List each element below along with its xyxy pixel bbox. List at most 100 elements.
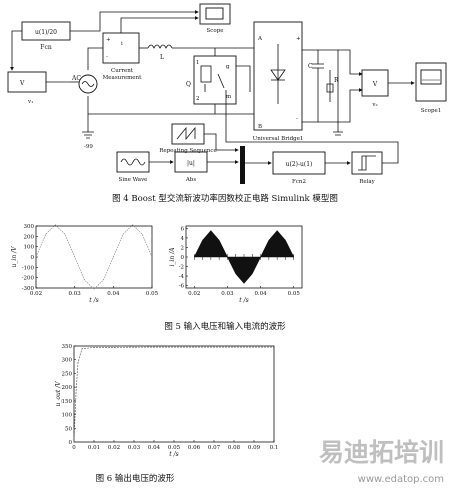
x-tick-label: 0.04 xyxy=(148,445,161,451)
y-tick-label: 200 xyxy=(62,385,73,391)
y-axis-label: u_out /V xyxy=(55,381,62,407)
x-tick-label: 0.05 xyxy=(168,445,181,451)
x-tick-label: 0.04 xyxy=(254,291,267,297)
y-tick-label: -6 xyxy=(179,284,185,290)
y-tick-label: 250 xyxy=(62,371,73,377)
data-point xyxy=(142,234,143,235)
y-axis-label: u_in /V xyxy=(11,246,18,268)
series-line xyxy=(73,346,274,443)
fig4-caption: 图 4 Boost 型交流斩波功率因数校正电路 Simulink 模型图 xyxy=(112,193,338,204)
relay-label: Relay xyxy=(359,179,375,185)
y-tick-label: 0 xyxy=(69,440,73,446)
ac-label: AC xyxy=(71,75,81,82)
data-point xyxy=(35,256,37,258)
relay-block xyxy=(351,151,383,175)
data-point xyxy=(74,256,75,258)
x-axis-label: t /s xyxy=(169,451,178,458)
y-tick-label: 350 xyxy=(62,344,73,350)
abs-sym: |u| xyxy=(187,160,195,167)
y-tick-label: 4 xyxy=(181,236,185,242)
cm-label2: Measurement xyxy=(103,75,142,81)
data-point xyxy=(45,234,46,235)
bridge-minus: - xyxy=(296,116,298,122)
y-tick-label: 50 xyxy=(65,426,72,432)
data-point xyxy=(113,347,115,348)
data-point xyxy=(73,441,75,443)
q-g-label: g xyxy=(226,64,230,70)
y-tick-label: 0 xyxy=(31,255,35,261)
cm-i: i xyxy=(121,41,123,47)
inductor-label: L xyxy=(160,54,164,61)
y-tick-label: 300 xyxy=(62,358,73,364)
cm-plus: + xyxy=(106,37,111,43)
y-tick-label: 150 xyxy=(62,399,73,405)
y-tick-label: -100 xyxy=(22,265,35,271)
scope1-label: Scope1 xyxy=(421,108,441,114)
x-tick-label: 0.06 xyxy=(188,445,201,451)
res-label: R xyxy=(334,77,339,84)
v1-label: v₁ xyxy=(27,99,33,105)
v1-port: V xyxy=(19,80,25,87)
v1-block xyxy=(7,71,47,93)
y-tick-label: 200 xyxy=(24,234,35,240)
x-tick-label: 0.08 xyxy=(228,445,241,451)
bridge-b: B xyxy=(258,124,262,130)
scope1-block xyxy=(415,62,447,102)
x-tick-label: 0.02 xyxy=(108,445,120,451)
y-tick-label: -4 xyxy=(179,274,185,280)
scope-label: Scope xyxy=(207,28,224,34)
y-tick-label: 300 xyxy=(24,224,35,230)
data-point xyxy=(93,347,95,348)
data-point xyxy=(84,279,85,280)
fcn-text: u(1)/20 xyxy=(35,29,57,36)
abs-label: Abs xyxy=(185,177,196,183)
plot-frame xyxy=(35,225,153,289)
data-point xyxy=(113,256,114,258)
ground-label: -99 xyxy=(84,144,93,150)
v2-port: V xyxy=(372,81,378,88)
universal-bridge-block xyxy=(253,21,303,131)
data-point xyxy=(93,288,95,290)
y-tick-label: 2 xyxy=(181,245,185,251)
x-tick-label: 0.02 xyxy=(30,291,42,297)
y-axis-label: i_in /A xyxy=(169,247,176,267)
v2-label: v₂ xyxy=(371,102,377,108)
data-point xyxy=(153,346,155,348)
y-tick-label: 6 xyxy=(181,226,185,232)
data-point xyxy=(81,348,83,349)
fig6-caption: 图 6 输出电压的波形 xyxy=(95,474,175,484)
data-point xyxy=(132,224,133,226)
plot-frame xyxy=(73,345,275,443)
cm-label1: Current xyxy=(111,68,134,74)
q-m-label: m xyxy=(226,94,232,100)
x-tick-label: 0.05 xyxy=(288,291,301,297)
x-tick-label: 0.01 xyxy=(88,445,100,451)
y-tick-label: -200 xyxy=(22,276,35,282)
cap-label: C xyxy=(308,63,313,70)
y-tick-label: -2 xyxy=(179,265,184,271)
x-tick-label: 0.03 xyxy=(69,291,82,297)
fig5-caption: 图 5 输入电压和输入电流的波形 xyxy=(164,322,286,332)
fcn2-text: u(2)-u(1) xyxy=(286,161,313,168)
watermark-main: 易迪拓培训 xyxy=(319,438,444,467)
x-tick-label: 0.1 xyxy=(270,445,278,451)
rep-label: Repeating Sequence xyxy=(159,148,216,154)
series-line xyxy=(35,224,153,290)
y-tick-label: 100 xyxy=(62,413,73,419)
simulink-model-diagram: u(1)/20 Fcn V v₁ AC -99 + i - Current Me… xyxy=(7,3,447,204)
bridge-plus: + xyxy=(296,36,301,42)
q-1-label: 1 xyxy=(196,60,200,66)
data-point xyxy=(77,362,79,363)
x-axis-label: t /s xyxy=(239,297,248,304)
fcn-label: Fcn xyxy=(40,44,52,51)
y-tick-label: -300 xyxy=(22,286,35,292)
q-2-label: 2 xyxy=(196,96,200,102)
data-point xyxy=(75,392,77,393)
sine-label: Sine Wave xyxy=(119,177,148,183)
data-point xyxy=(103,279,104,280)
x-tick-label: 0.05 xyxy=(146,291,158,297)
data-point xyxy=(55,224,56,226)
y-tick-label: 0 xyxy=(181,255,185,261)
data-point xyxy=(193,346,195,348)
